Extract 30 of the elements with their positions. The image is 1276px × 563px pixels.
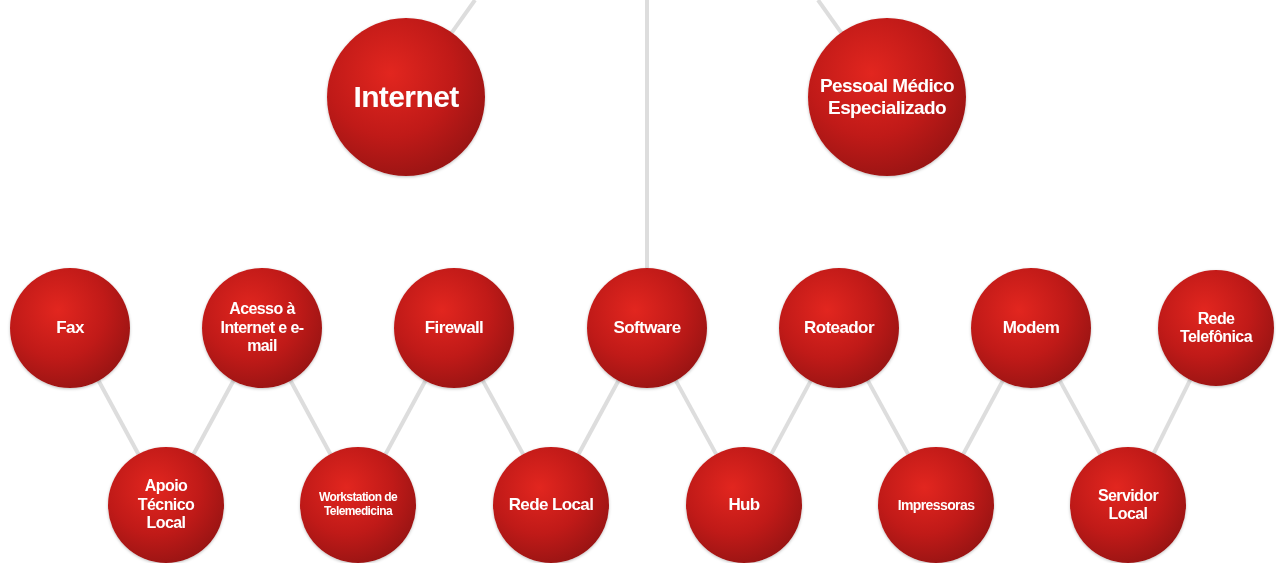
connector-line (674, 379, 718, 456)
node-label: Apoio Técnico Local (136, 477, 196, 533)
node-label: Servidor Local (1096, 486, 1160, 524)
node-label: Rede Telefônica (1179, 309, 1254, 347)
connector-line (816, 0, 843, 34)
node-label: Roteador (804, 318, 874, 338)
connector-line (96, 379, 141, 455)
connector-line (1058, 379, 1102, 456)
node-label: Software (613, 318, 681, 338)
node-label: Fax (56, 318, 84, 338)
connector-line (1152, 379, 1192, 454)
node-label: Workstation de Telemedicina (317, 491, 399, 519)
connector-line (383, 379, 428, 455)
connector-line (769, 379, 813, 455)
node-label: Rede Local (508, 495, 594, 515)
node-label: Impressoras (897, 496, 975, 514)
node-label: Modem (1002, 318, 1060, 338)
connector-line (645, 0, 649, 268)
connector-line (288, 379, 333, 455)
connector-line (481, 379, 525, 456)
node-label: Acesso à Internet e e-mail (220, 300, 304, 356)
connector-line (450, 0, 477, 34)
node-label: Pessoal Médico Especializado (818, 75, 956, 119)
node-label: Hub (728, 495, 760, 515)
connector-line (866, 379, 910, 456)
node-label: Firewall (424, 318, 484, 338)
connector-line (576, 379, 621, 455)
connector-line (961, 379, 1005, 455)
connector-line (191, 379, 236, 455)
node-label: Internet (353, 79, 459, 115)
